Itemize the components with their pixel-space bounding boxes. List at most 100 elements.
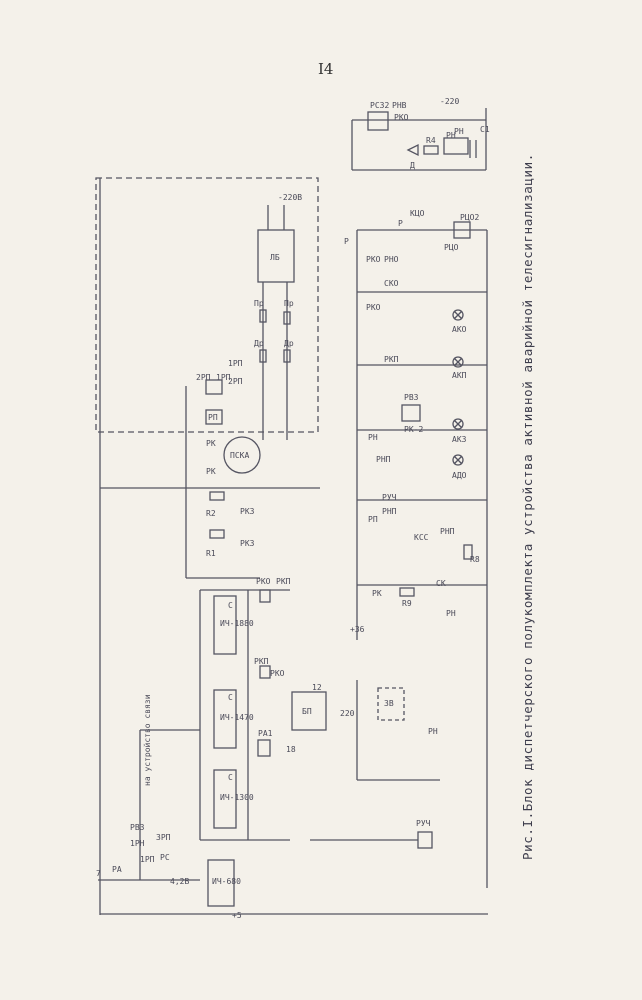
svg-text:РП: РП <box>208 413 218 422</box>
svg-text:РНВ: РНВ <box>392 101 407 110</box>
svg-text:РКП: РКП <box>254 657 269 666</box>
svg-text:С: С <box>228 773 233 782</box>
svg-text:СК: СК <box>436 579 446 588</box>
svg-text:РН: РН <box>368 433 378 442</box>
svg-text:1РН: 1РН <box>130 839 145 848</box>
svg-text:ПСКА: ПСКА <box>230 451 249 460</box>
svg-text:РКО: РКО <box>366 303 381 312</box>
svg-text:РП: РП <box>368 515 378 524</box>
svg-text:ИЧ-1470: ИЧ-1470 <box>220 713 254 722</box>
resistor-r4 <box>423 145 439 155</box>
svg-text:РЦО2: РЦО2 <box>460 213 479 222</box>
svg-text:РК: РК <box>206 439 216 448</box>
svg-text:220: 220 <box>340 709 355 718</box>
svg-text:ИЧ-1300: ИЧ-1300 <box>220 793 254 802</box>
svg-text:R9: R9 <box>402 599 412 608</box>
svg-text:-220В: -220В <box>278 193 302 202</box>
relay-rvz <box>401 404 421 422</box>
svg-text:РС32: РС32 <box>370 101 389 110</box>
svg-text:ЗРП: ЗРП <box>156 833 171 842</box>
svg-text:КСС: КСС <box>414 533 429 542</box>
svg-text:+5: +5 <box>232 911 242 920</box>
svg-text:РК: РК <box>372 589 382 598</box>
page-number: I4 <box>318 60 334 78</box>
block-ich1470 <box>213 689 237 749</box>
svg-text:РКЗ: РКЗ <box>240 539 255 548</box>
svg-text:БП: БП <box>302 707 312 716</box>
svg-text:РА: РА <box>112 865 122 874</box>
svg-text:Пр: Пр <box>254 299 264 308</box>
resistor-r2 <box>209 491 225 501</box>
relay-ruch <box>417 831 433 849</box>
svg-text:РУЧ: РУЧ <box>416 819 431 828</box>
svg-text:РКП: РКП <box>276 577 291 586</box>
svg-text:Пр: Пр <box>284 299 294 308</box>
svg-text:ИЧ-680: ИЧ-680 <box>212 877 241 886</box>
figure-caption: Рис.I.Блок диспетчерского полукомплекта … <box>520 153 535 860</box>
power-supply-bp <box>291 691 327 731</box>
lamp-ako <box>452 309 464 321</box>
lamp-akz <box>452 418 464 430</box>
svg-text:РУЧ: РУЧ <box>382 493 397 502</box>
svg-text:Др: Др <box>254 339 264 348</box>
svg-text:12: 12 <box>312 683 322 692</box>
pska-motor <box>223 436 261 474</box>
svg-text:на устройство связи: на устройство связи <box>143 694 152 786</box>
svg-text:РНП: РНП <box>440 527 455 536</box>
svg-text:АКЗ: АКЗ <box>452 435 467 444</box>
svg-text:РКЗ: РКЗ <box>240 507 255 516</box>
svg-text:РНП: РНП <box>376 455 391 464</box>
svg-text:РС: РС <box>160 853 170 862</box>
svg-text:РН: РН <box>454 127 464 136</box>
svg-text:R1: R1 <box>206 549 216 558</box>
svg-text:7: 7 <box>96 869 101 878</box>
svg-text:РК-2: РК-2 <box>404 425 423 434</box>
svg-text:РК: РК <box>206 467 216 476</box>
svg-text:РЦО: РЦО <box>444 243 459 252</box>
relay-rs32 <box>367 111 389 131</box>
svg-text:Д: Д <box>410 161 415 170</box>
svg-text:С1: С1 <box>480 125 490 134</box>
diode-d <box>406 143 419 157</box>
svg-text:РН: РН <box>428 727 438 736</box>
svg-text:РН: РН <box>446 609 456 618</box>
block-ich680 <box>207 859 235 907</box>
svg-text:2РП: 2РП <box>228 377 243 386</box>
svg-text:РВЗ: РВЗ <box>404 393 419 402</box>
svg-text:Р: Р <box>344 237 349 246</box>
svg-text:РКО: РКО <box>270 669 285 678</box>
svg-text:С: С <box>228 601 233 610</box>
relay-rn-top <box>443 137 469 155</box>
svg-text:РА1: РА1 <box>258 729 273 738</box>
svg-text:РНО: РНО <box>384 255 399 264</box>
relay-rco <box>453 221 471 239</box>
caption-area: Рис.I.Блок диспетчерского полукомплекта … <box>520 120 540 860</box>
svg-text:АКП: АКП <box>452 371 467 380</box>
svg-text:R2: R2 <box>206 509 216 518</box>
svg-text:АКО: АКО <box>452 325 467 334</box>
svg-text:ЛБ: ЛБ <box>270 253 280 262</box>
svg-text:ИЧ-1880: ИЧ-1880 <box>220 619 254 628</box>
resistor-r8 <box>463 544 473 560</box>
svg-text:1РП: 1РП <box>140 855 155 864</box>
lamp-akp <box>452 356 464 368</box>
svg-text:АДО: АДО <box>452 471 467 480</box>
svg-text:РКО: РКО <box>394 113 409 122</box>
svg-text:РНП: РНП <box>382 507 397 516</box>
svg-text:Р: Р <box>398 219 403 228</box>
bell-zv <box>377 687 405 721</box>
block-lb <box>257 229 295 283</box>
svg-text:18: 18 <box>286 745 296 754</box>
resistor-r1 <box>209 529 225 539</box>
block-ich1880 <box>213 595 237 655</box>
svg-text:4,2В: 4,2В <box>170 877 189 886</box>
dashed-enclosure <box>95 177 319 433</box>
svg-text:+36: +36 <box>350 625 365 634</box>
resistor-r9 <box>399 587 415 597</box>
lamp-ado <box>452 454 464 466</box>
svg-text:Др: Др <box>284 339 294 348</box>
svg-text:1РП: 1РП <box>216 373 231 382</box>
svg-text:СКО: СКО <box>384 279 399 288</box>
svg-text:КЦО: КЦО <box>410 209 425 218</box>
